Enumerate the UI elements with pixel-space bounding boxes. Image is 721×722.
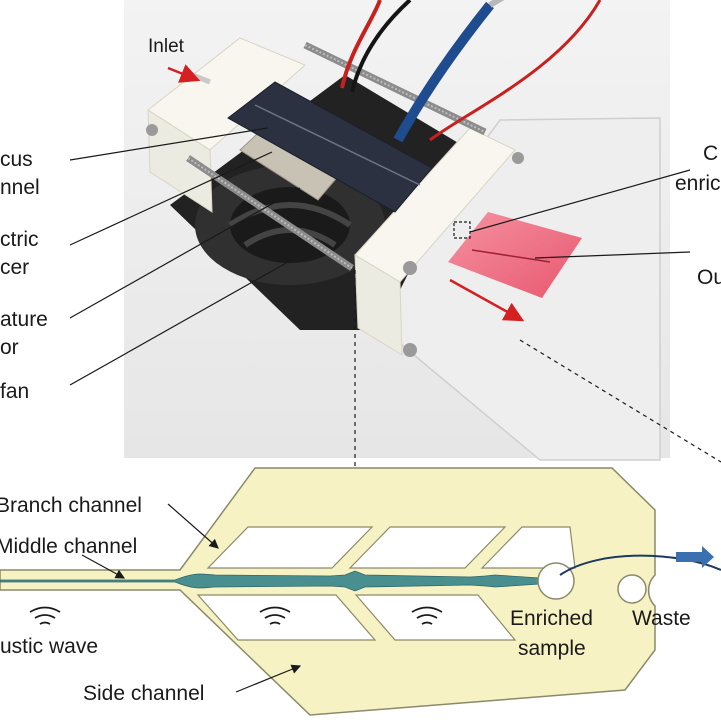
channel-schematic: Branch channel Middle channel ustic wave… <box>0 467 721 716</box>
lower-window-1 <box>196 594 377 641</box>
outlet-label: Ou <box>697 266 721 289</box>
focus-channel-label-line1: cus <box>0 148 33 171</box>
upper-window-2 <box>348 526 507 569</box>
side-channel-label: Side channel <box>83 682 204 705</box>
enriched-sample-label-line1: Enriched <box>510 607 593 630</box>
waste-label: Waste <box>632 607 691 630</box>
sample-chamber <box>448 212 582 298</box>
enrichment-label-line1: C <box>703 142 718 165</box>
fan-label: fan <box>0 380 29 403</box>
acoustic-wave-icon <box>29 606 61 625</box>
focus-channel-chip <box>227 81 433 213</box>
red-wire <box>340 0 382 89</box>
upper-window-1 <box>206 526 374 569</box>
right-holder-block <box>354 127 524 357</box>
enrichment-label-line2: enric <box>675 172 721 195</box>
acoustic-wave-label: ustic wave <box>0 635 98 658</box>
inlet-label: Inlet <box>148 36 185 57</box>
enriched-sample-outlet <box>537 562 575 600</box>
branch-channel-label: Branch channel <box>0 494 142 517</box>
temp-sensor-label-line1: ature <box>0 308 48 331</box>
inlet-flow-arrow <box>167 64 201 83</box>
enriched-sample-label-line2: sample <box>518 637 586 660</box>
branch-channel-leader <box>167 503 219 549</box>
blue-cable <box>393 1 494 143</box>
middle-channel-leader <box>81 554 126 579</box>
outlet-flow-arrow <box>449 278 525 322</box>
side-channel-leader <box>235 664 302 693</box>
photo-leader-lines <box>69 127 691 386</box>
waste-port <box>617 574 647 604</box>
middle-channel-label: Middle channel <box>0 535 137 558</box>
piezo-label-line1: ctric <box>0 228 39 251</box>
zoom-connector-right <box>519 339 721 463</box>
black-wire <box>350 0 412 93</box>
acoustic-wave-icon <box>259 606 291 625</box>
flow-arrow-icon <box>676 546 714 568</box>
enrichment-zone-box <box>453 221 471 239</box>
acoustic-wave-icon <box>411 606 443 625</box>
temp-sensor-label-line2: or <box>0 336 19 359</box>
focus-channel-label-line2: nnel <box>0 176 40 199</box>
piezo-label-line2: cer <box>0 256 29 279</box>
device-photo: Inlet cus nnel ctric cer ature or fan C … <box>0 0 721 461</box>
